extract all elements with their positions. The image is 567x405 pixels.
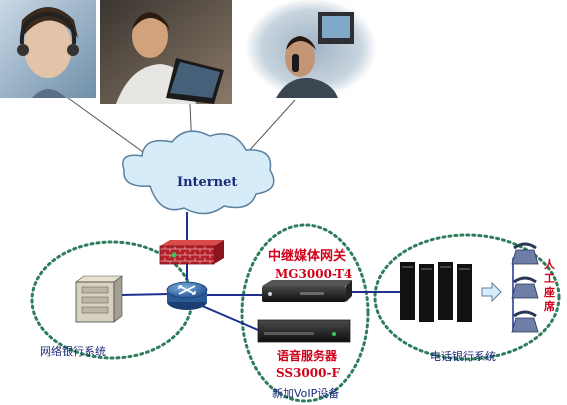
voice-server-model: SS3000-F <box>276 366 340 380</box>
zone-voip-devices <box>240 223 370 403</box>
link-user3-cloud <box>247 99 296 153</box>
phone-banking-label: 电话银行系统 <box>430 350 496 363</box>
user-photo-laptop <box>100 0 232 104</box>
user-photo-video-call <box>245 0 377 98</box>
phone-icon <box>511 276 539 299</box>
media-gateway-model: MG3000-T4 <box>275 267 353 281</box>
router-icon <box>166 281 208 310</box>
phone-icon <box>511 310 539 333</box>
link-router-voice-server <box>199 304 259 331</box>
phone-bank-racks <box>400 262 472 322</box>
link-server-router <box>119 293 171 296</box>
new-voip-label: 新加VoIP设备 <box>272 387 340 400</box>
media-gateway-name: 中继媒体网关 <box>268 249 347 264</box>
phone-icon <box>511 242 539 265</box>
bank-server-icon <box>75 275 123 323</box>
media-gateway-device <box>262 280 352 302</box>
link-user1-cloud <box>67 97 151 158</box>
agent-seats-label: 人工座席 <box>544 258 555 313</box>
user-photo-headset <box>0 0 96 98</box>
online-banking-label: 网络银行系统 <box>40 345 106 358</box>
zone-phone-banking <box>373 233 561 361</box>
internet-cloud <box>122 130 275 215</box>
arrow-icon <box>481 281 502 303</box>
firewall-icon <box>159 240 224 265</box>
internet-label: Internet <box>177 175 238 190</box>
voice-server-name: 语音服务器 <box>277 349 338 363</box>
voice-server-device <box>257 319 351 343</box>
